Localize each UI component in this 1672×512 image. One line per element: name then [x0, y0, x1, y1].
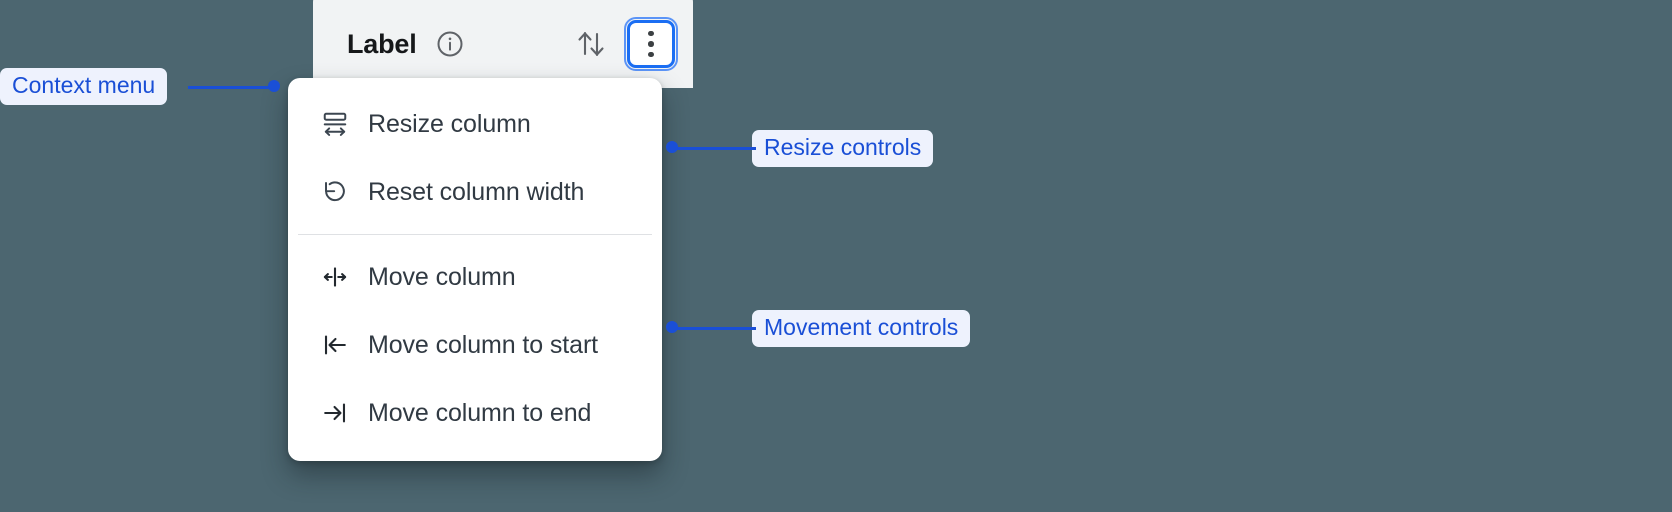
annotation-label-resize-controls: Resize controls [752, 130, 934, 167]
annotation-label-movement-controls: Movement controls [752, 310, 971, 347]
annotation-connector-movement-controls [672, 327, 756, 330]
kebab-dot [648, 51, 654, 58]
menu-item-label: Resize column [368, 109, 531, 138]
menu-item-resize-column[interactable]: Resize column [288, 90, 662, 158]
resize-column-icon [318, 107, 352, 141]
menu-item-move-column-to-start[interactable]: Move column to start [288, 311, 662, 379]
move-to-end-icon [318, 396, 352, 430]
page-title: Label [347, 28, 417, 59]
annotation-dot-movement-controls [666, 321, 678, 333]
menu-item-reset-column-width[interactable]: Reset column width [288, 158, 662, 226]
kebab-dot [648, 30, 654, 37]
menu-item-move-column-to-end[interactable]: Move column to end [288, 379, 662, 447]
reset-width-icon [318, 175, 352, 209]
move-to-start-icon [318, 328, 352, 362]
kebab-dot [648, 41, 654, 47]
annotation-dot-context-menu [268, 80, 280, 92]
context-menu: Resize column Reset column width [288, 78, 662, 461]
column-header-panel: Label [313, 0, 693, 88]
more-vertical-icon[interactable] [624, 17, 678, 71]
info-circle-icon[interactable] [435, 21, 465, 59]
menu-item-label: Move column to start [368, 330, 599, 359]
menu-item-move-column[interactable]: Move column [288, 243, 662, 311]
annotation-connector-context-menu [188, 86, 274, 89]
menu-separator [298, 234, 652, 235]
annotation-label-context-menu: Context menu [0, 68, 168, 105]
menu-item-label: Move column [368, 262, 516, 291]
annotation-connector-resize-controls [672, 147, 756, 150]
move-column-icon [318, 260, 352, 294]
annotation-dot-resize-controls [666, 141, 678, 153]
menu-item-label: Reset column width [368, 177, 585, 206]
menu-item-label: Move column to end [368, 398, 592, 427]
sort-arrows-icon[interactable] [573, 17, 609, 63]
